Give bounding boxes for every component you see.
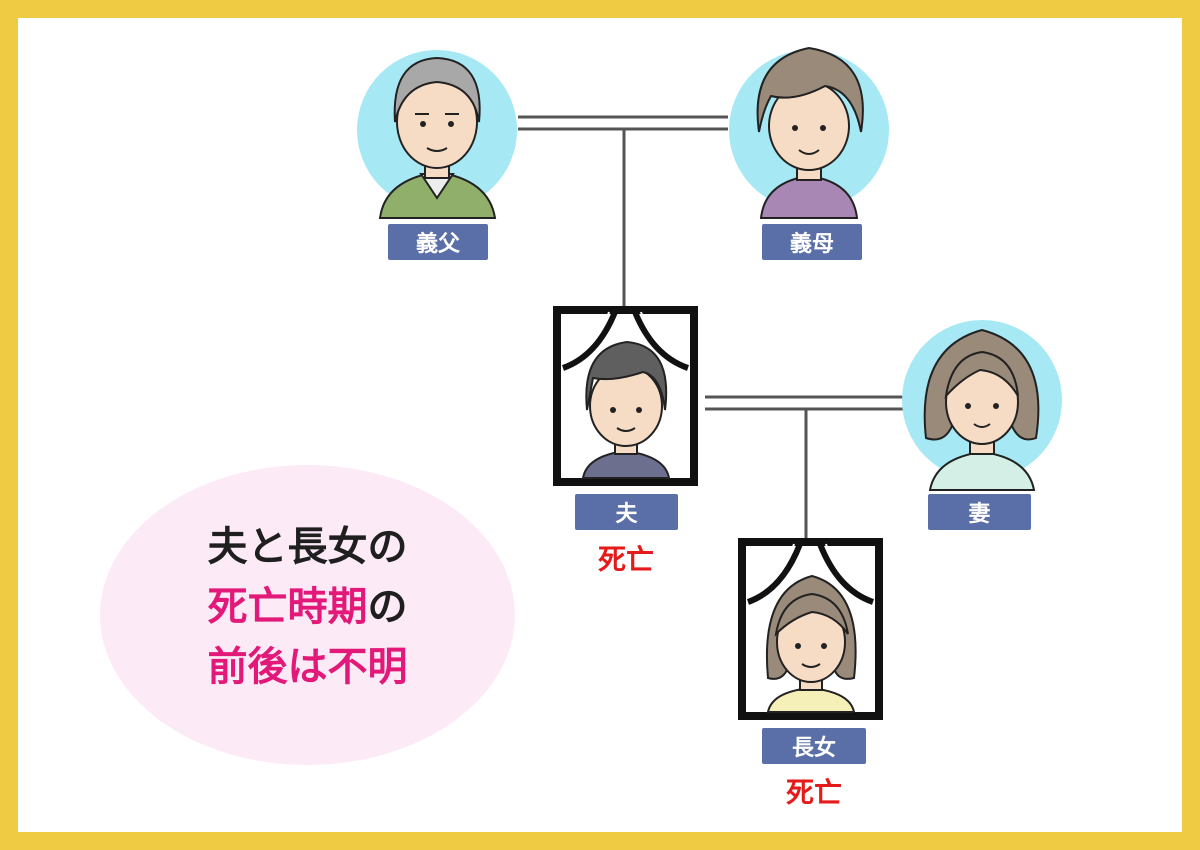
note-line-3: 前後は不明 (207, 644, 408, 690)
note-line-1: 夫と長女の (207, 524, 408, 570)
note-line-2: 死亡時期の (100, 577, 515, 637)
eldest-daughter-label: 長女 (762, 728, 866, 764)
mother-in-law-portrait (729, 46, 889, 219)
note-highlight: 死亡時期 (207, 584, 368, 630)
husband-portrait (553, 306, 698, 486)
wife-portrait (902, 320, 1062, 491)
note-text: 夫と長女の 死亡時期の 前後は不明 (100, 517, 515, 697)
eldest-daughter-portrait (738, 538, 883, 720)
husband-label: 夫 (575, 494, 678, 530)
wife-label: 妻 (928, 494, 1031, 530)
eldest-daughter-status: 死亡 (785, 776, 842, 809)
note-line-2-suffix: の (367, 584, 408, 630)
father-in-law-portrait (357, 50, 517, 219)
mother-in-law-label: 義母 (762, 224, 862, 260)
husband-status: 死亡 (597, 543, 654, 576)
father-in-law-label: 義父 (388, 224, 488, 260)
note-bubble (100, 465, 515, 765)
